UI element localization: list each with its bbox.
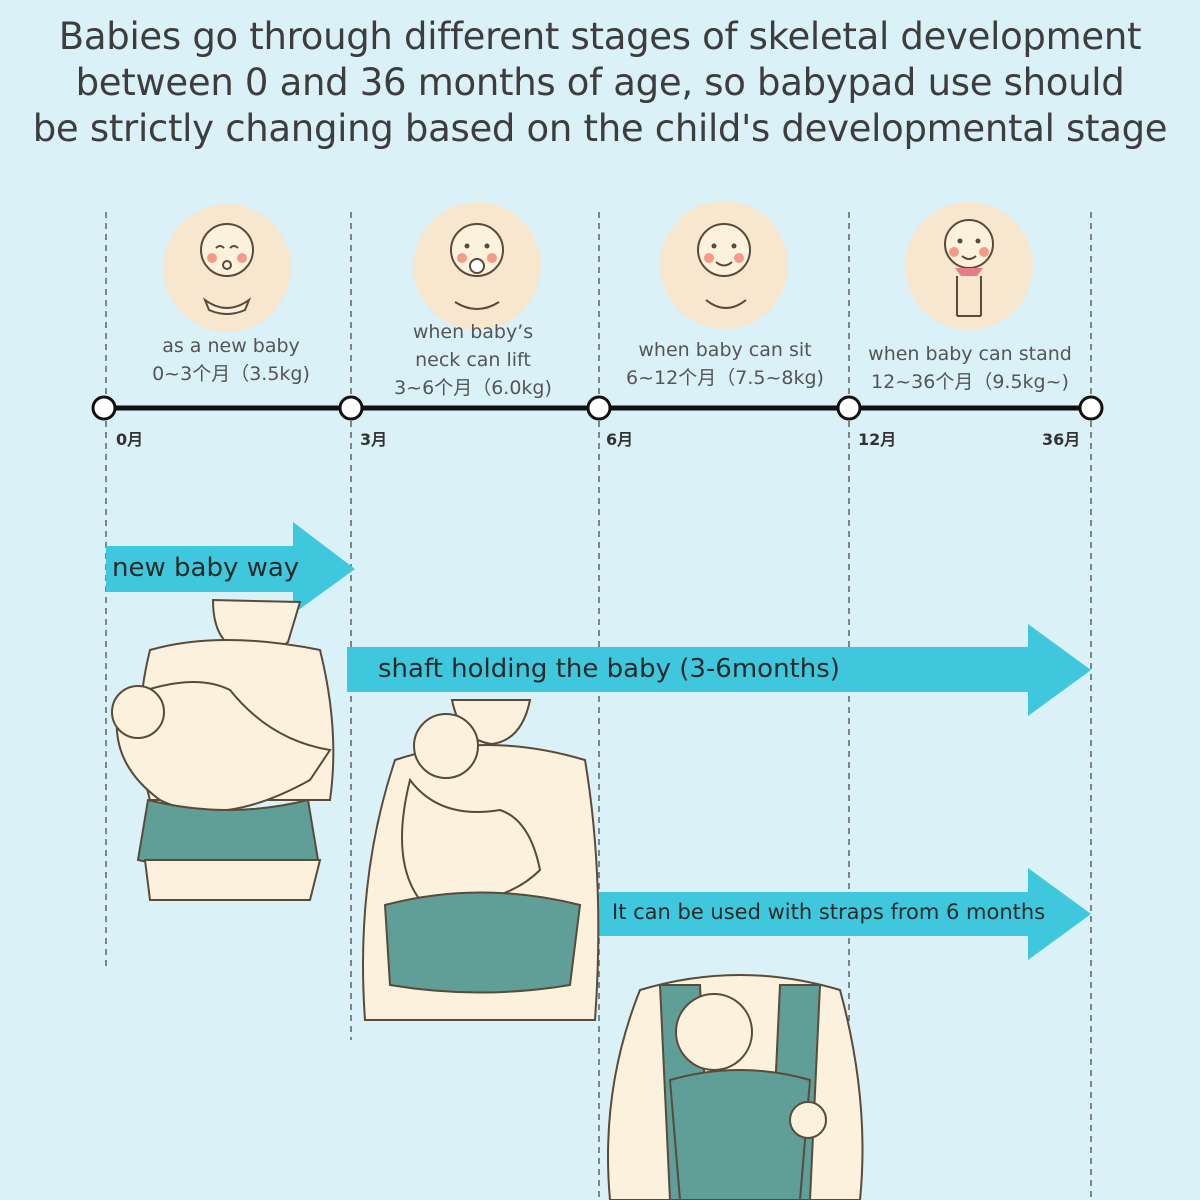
- stage-label-newborn: as a new baby 0~3个月（3.5kg): [116, 332, 346, 388]
- arrow-label-shaft: shaft holding the baby (3-6months): [378, 654, 840, 684]
- hip-seat-illustration: [362, 699, 600, 1021]
- tick-label-3: 3月: [360, 430, 388, 449]
- timeline-node-3: [338, 395, 364, 421]
- timeline-nodes: [91, 395, 1104, 421]
- timeline-node-12: [836, 395, 862, 421]
- headline-line-2: between 0 and 36 months of age, so babyp…: [75, 61, 1125, 104]
- headline: Babies go through different stages of sk…: [0, 14, 1200, 152]
- sitting-baby-icon: [660, 201, 788, 329]
- headline-line-1: Babies go through different stages of sk…: [58, 15, 1142, 58]
- arrow-straps: [599, 868, 1091, 960]
- stage-label-stand: when baby can stand 12~36个月（9.5kg~): [855, 340, 1085, 396]
- timeline-node-0: [91, 395, 117, 421]
- strap-carrier-illustration: [607, 974, 864, 1200]
- stage-neck-subtitle: neck can lift: [415, 349, 531, 371]
- timeline-node-36: [1078, 395, 1104, 421]
- stage-label-neck-lift: when baby’s neck can lift 3~6个月（6.0kg): [358, 318, 588, 402]
- newborn-baby-icon: [163, 204, 291, 332]
- stage-stand-range: 12~36个月（9.5kg~): [871, 371, 1069, 393]
- newborn-hold-illustration: [111, 598, 335, 901]
- tick-label-6: 6月: [606, 430, 634, 449]
- arrow-label-newborn: new baby way: [112, 553, 300, 583]
- stage-neck-range: 3~6个月（6.0kg): [394, 377, 552, 399]
- stage-newborn-title: as a new baby: [162, 335, 300, 357]
- stage-stand-title: when baby can stand: [868, 343, 1072, 365]
- stage-newborn-range: 0~3个月（3.5kg): [152, 363, 310, 385]
- stage-label-sit: when baby can sit 6~12个月（7.5~8kg): [610, 336, 840, 392]
- tick-label-0: 0月: [116, 430, 144, 449]
- arrow-newborn: [106, 522, 355, 614]
- headline-line-3: be strictly changing based on the child'…: [32, 107, 1168, 150]
- stage-neck-title: when baby’s: [412, 321, 534, 343]
- arrow-shaft-holding: [347, 624, 1091, 716]
- tick-label-12: 12月: [858, 430, 897, 449]
- timeline-node-6: [586, 395, 612, 421]
- arrow-label-straps: It can be used with straps from 6 months: [612, 900, 1046, 924]
- neck-lift-baby-icon: [413, 202, 541, 330]
- stage-icons: [163, 201, 1033, 332]
- stage-sit-range: 6~12个月（7.5~8kg): [626, 367, 824, 389]
- stage-sit-title: when baby can sit: [638, 339, 812, 361]
- tick-label-36: 36月: [1042, 430, 1081, 449]
- standing-baby-icon: [905, 202, 1033, 330]
- arrows: [106, 522, 1091, 960]
